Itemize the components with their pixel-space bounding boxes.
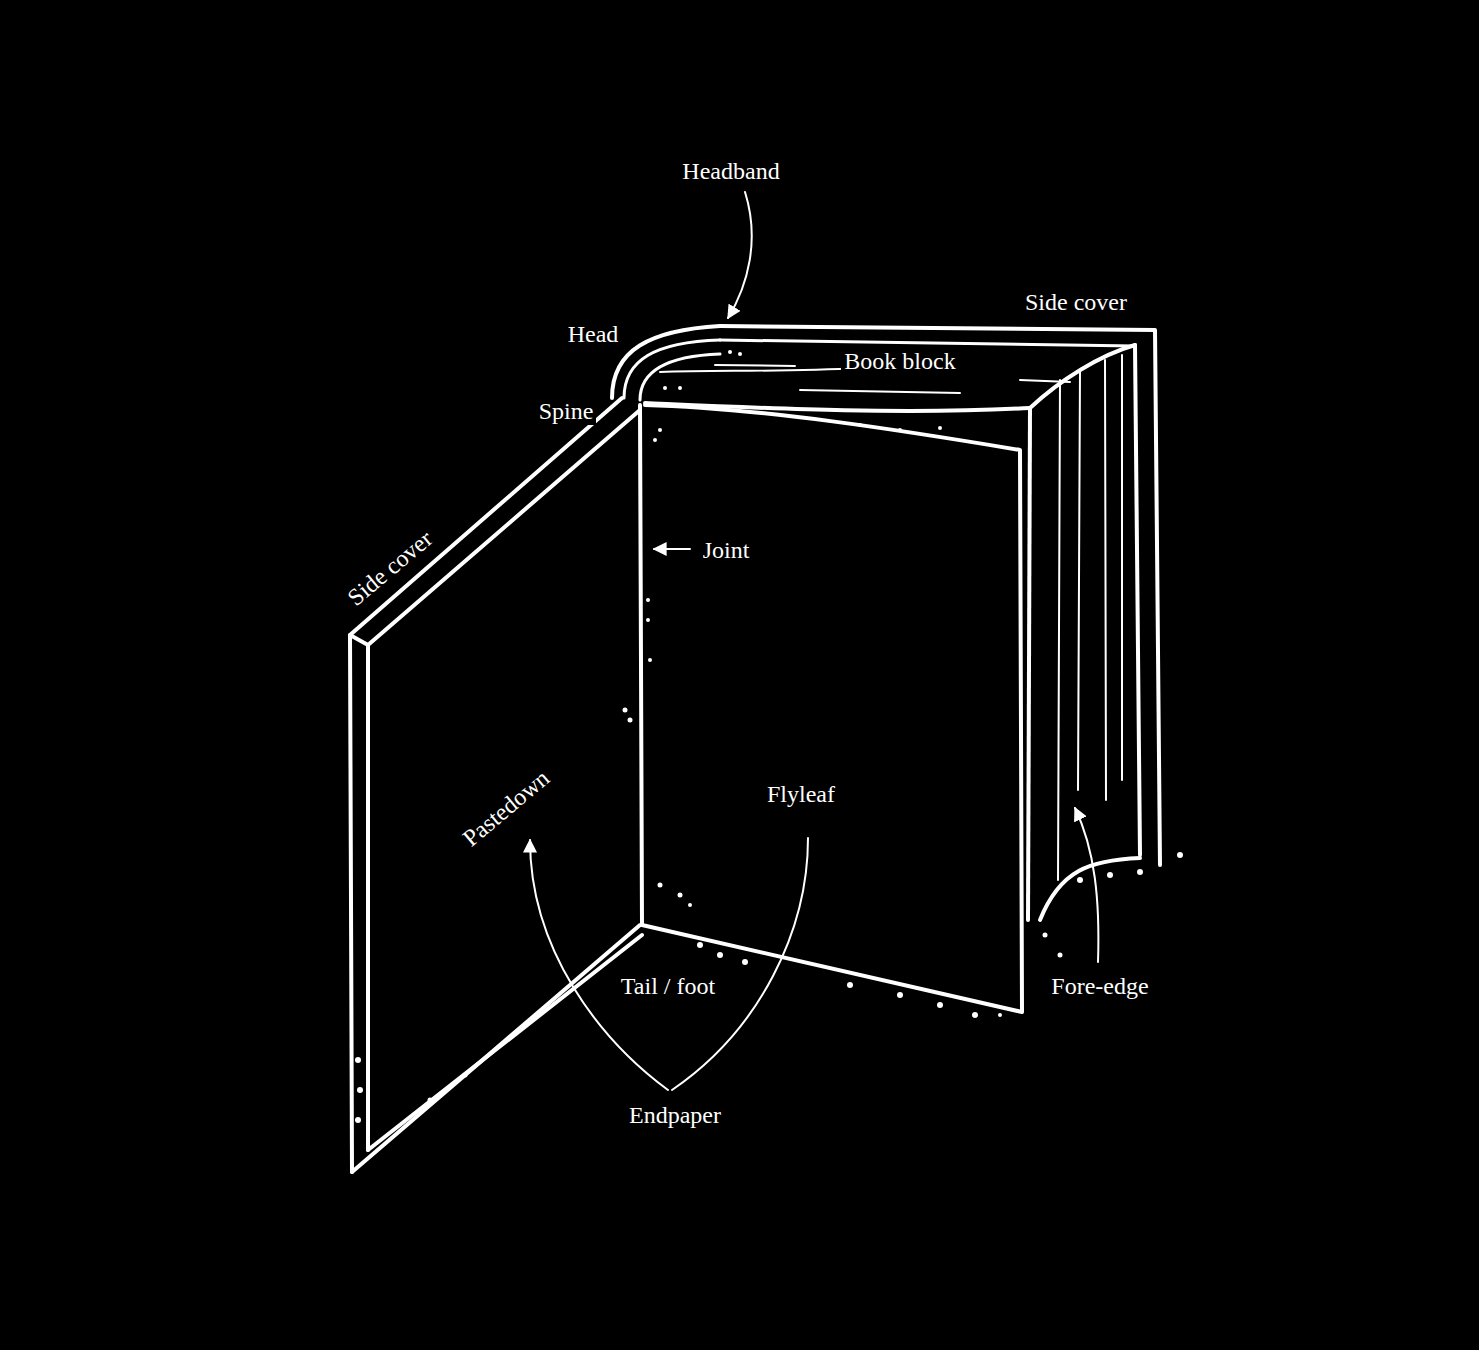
part-label: Endpaper bbox=[626, 1101, 724, 1129]
part-label: Fore-edge bbox=[1048, 972, 1151, 1000]
part-label: Book block bbox=[841, 347, 958, 375]
part-label: Spine bbox=[536, 397, 597, 425]
part-label: Flyleaf bbox=[764, 780, 838, 808]
part-label: Headband bbox=[679, 157, 782, 185]
part-label: Head bbox=[565, 320, 622, 348]
part-label: Pastedown bbox=[455, 762, 558, 854]
part-label: Joint bbox=[700, 536, 753, 564]
part-label: Side cover bbox=[1022, 288, 1130, 316]
part-label: Tail / foot bbox=[618, 972, 718, 1000]
